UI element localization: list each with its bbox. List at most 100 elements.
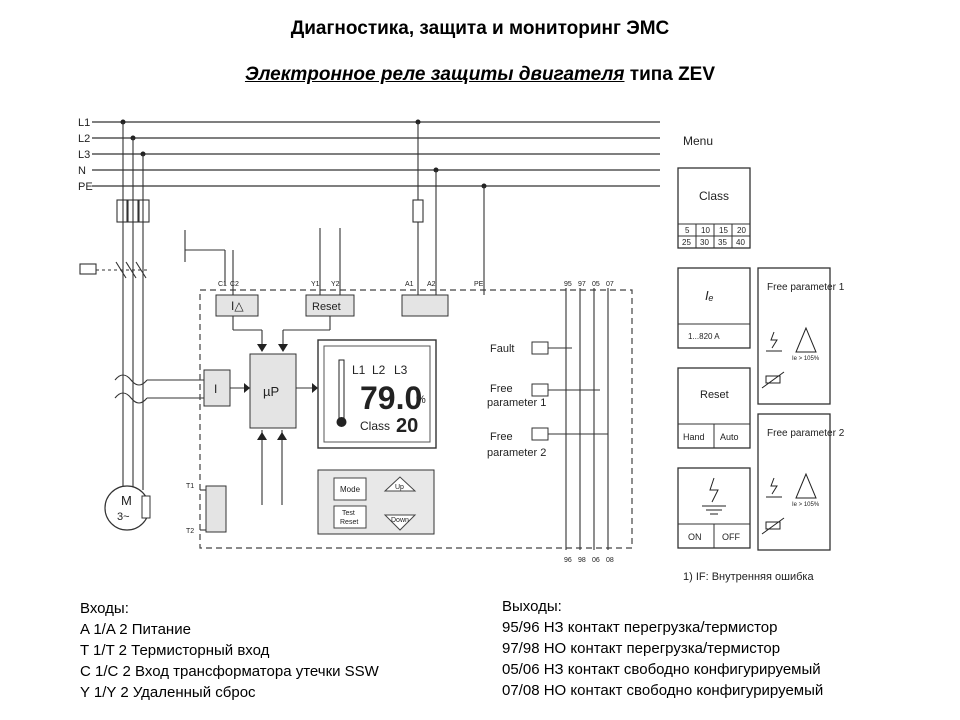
relay-blocks: I△ Reset I µP — [203, 294, 449, 533]
menu-on[interactable]: ON — [688, 532, 702, 542]
input-item: Y 1/Y 2 Удаленный сброс — [80, 684, 256, 701]
terminal-pe: PE — [474, 281, 484, 288]
menu-free1-title: Free parameter 1 — [767, 282, 845, 293]
bus-label-l3: L3 — [78, 149, 90, 161]
ie-symbol: Iₑ — [705, 288, 714, 303]
inputs-title: Входы: — [80, 600, 129, 617]
terminal-a1: A1 — [405, 281, 414, 288]
mode-button-label: Mode — [340, 485, 361, 494]
up-button[interactable] — [383, 476, 417, 492]
page-subtitle: Электронное реле защиты двигателя типа Z… — [0, 64, 960, 86]
relay-free1-label-line1: Free — [490, 383, 513, 395]
terminal-05: 05 — [592, 281, 600, 288]
class-value: 15 — [719, 226, 728, 235]
test-reset-button[interactable] — [333, 505, 367, 529]
terminal-95: 95 — [564, 281, 572, 288]
bus-labels: L1 L2 L3 N PE — [78, 117, 93, 193]
ssw-input-label: I△ — [231, 299, 244, 313]
terminal-y2: Y2 — [331, 281, 340, 288]
input-item: T 1/T 2 Термисторный вход — [80, 642, 270, 659]
menu-off[interactable]: OFF — [722, 532, 740, 542]
down-button[interactable] — [383, 514, 417, 531]
menu-tile-free-param-2 — [757, 413, 831, 551]
class-value: 40 — [736, 238, 745, 247]
ssw-input-block — [215, 294, 259, 317]
bus-label-pe: PE — [78, 181, 93, 193]
outputs-legend: Выходы: 95/96 НЗ контакт перегрузка/терм… — [502, 596, 823, 701]
relay-fault-label: Fault — [490, 343, 514, 355]
terminal-y1: Y1 — [311, 281, 320, 288]
subtitle-underlined: Электронное реле защиты двигателя — [244, 64, 625, 85]
output-relays: Fault Free parameter 1 Free parameter 2 — [487, 343, 546, 459]
outputs-title: Выходы: — [502, 598, 562, 615]
microprocessor-label: µP — [263, 384, 279, 399]
mode-button[interactable] — [333, 477, 367, 501]
terminal-08: 08 — [606, 557, 614, 564]
menu-reset-title: Reset — [700, 389, 729, 401]
motor-label: M — [121, 493, 132, 508]
motor-feeders — [79, 122, 226, 490]
lcd-unit: % — [416, 394, 426, 406]
power-supply-block — [401, 294, 449, 317]
up-button-label: Up — [395, 484, 404, 491]
class-value: 10 — [701, 226, 710, 235]
class-value: 5 — [685, 226, 690, 235]
menu-reset-auto[interactable]: Auto — [720, 432, 739, 442]
menu-label: Menu — [683, 134, 713, 148]
reset-button-label: Reset — [340, 519, 358, 526]
top-terminals: C1 C2 Y1 Y2 A1 A2 PE 95 97 05 07 96 98 0… — [186, 281, 614, 564]
terminal-c2: C2 — [230, 281, 239, 288]
terminal-t2: T2 — [186, 528, 194, 535]
output-item: 05/06 НЗ контакт свободно конфигурируемы… — [502, 661, 821, 678]
terminal-t1: T1 — [186, 483, 194, 490]
microprocessor-block — [249, 353, 297, 429]
terminal-07: 07 — [606, 281, 614, 288]
thermometer-icon — [338, 359, 345, 419]
class-value: 20 — [737, 226, 746, 235]
supply-bus — [92, 121, 660, 187]
input-item: C 1/C 2 Вход трансформатора утечки SSW — [80, 663, 379, 680]
control-wiring — [200, 122, 609, 550]
lcd-class-value: 20 — [396, 415, 418, 437]
bus-label-l2: L2 — [78, 133, 90, 145]
lcd-phase-l2: L2 — [372, 363, 386, 377]
menu-footnote: 1) IF: Внутренняя ошибка — [683, 571, 814, 583]
menu-reset-hand[interactable]: Hand — [683, 432, 705, 442]
lcd-class-label: Class — [360, 419, 390, 433]
relay-enclosure — [199, 289, 633, 549]
input-item: A 1/A 2 Питание — [80, 621, 191, 638]
menu-ratio-2: Ie > 105% — [792, 502, 820, 508]
test-button-label: Test — [342, 510, 355, 517]
output-item: 97/98 НО контакт перегрузка/термистор — [502, 640, 781, 657]
zev-wiring-diagram: L1 L2 L3 N PE M 3~ C1 C2 Y1 Y2 A1 A2 PE … — [78, 117, 845, 583]
lcd-phase-l3: L3 — [394, 363, 408, 377]
current-sensor-label: I — [214, 382, 217, 396]
relay-free1-label-line2: parameter 1 — [487, 397, 546, 409]
terminal-96: 96 — [564, 557, 572, 564]
terminal-c1: C1 — [218, 281, 227, 288]
lcd-value: 79.0 — [360, 380, 422, 416]
terminal-97: 97 — [578, 281, 586, 288]
down-button-label: Down — [391, 517, 409, 524]
class-value: 25 — [682, 238, 691, 247]
class-values: 5 10 15 20 25 30 35 40 — [682, 226, 746, 247]
reset-input-label: Reset — [312, 301, 341, 313]
bus-label-l1: L1 — [78, 117, 90, 129]
bus-label-n: N — [78, 165, 86, 177]
page-title: Диагностика, защита и мониторинг ЭМС — [290, 18, 670, 39]
menu-free2-title: Free parameter 2 — [767, 428, 845, 439]
relay-free2-label-line1: Free — [490, 431, 513, 443]
motor-thermistor-symbol — [141, 495, 151, 519]
terminal-98: 98 — [578, 557, 586, 564]
class-value: 30 — [700, 238, 709, 247]
subtitle-rest: типа ZEV — [624, 64, 716, 85]
thermistor-input-block — [205, 485, 227, 533]
menu-tile-ie — [677, 267, 751, 349]
class-grid — [678, 223, 750, 248]
output-item: 95/96 НЗ контакт перегрузка/термистор — [502, 619, 778, 636]
inputs-legend: Входы: A 1/A 2 Питание T 1/T 2 Термистор… — [80, 598, 379, 703]
signal-arrows — [244, 344, 318, 440]
menu-ratio-1: Ie > 105% — [792, 356, 820, 362]
lcd-phase-l1: L1 — [352, 363, 366, 377]
thermometer-bulb-icon — [336, 417, 347, 427]
